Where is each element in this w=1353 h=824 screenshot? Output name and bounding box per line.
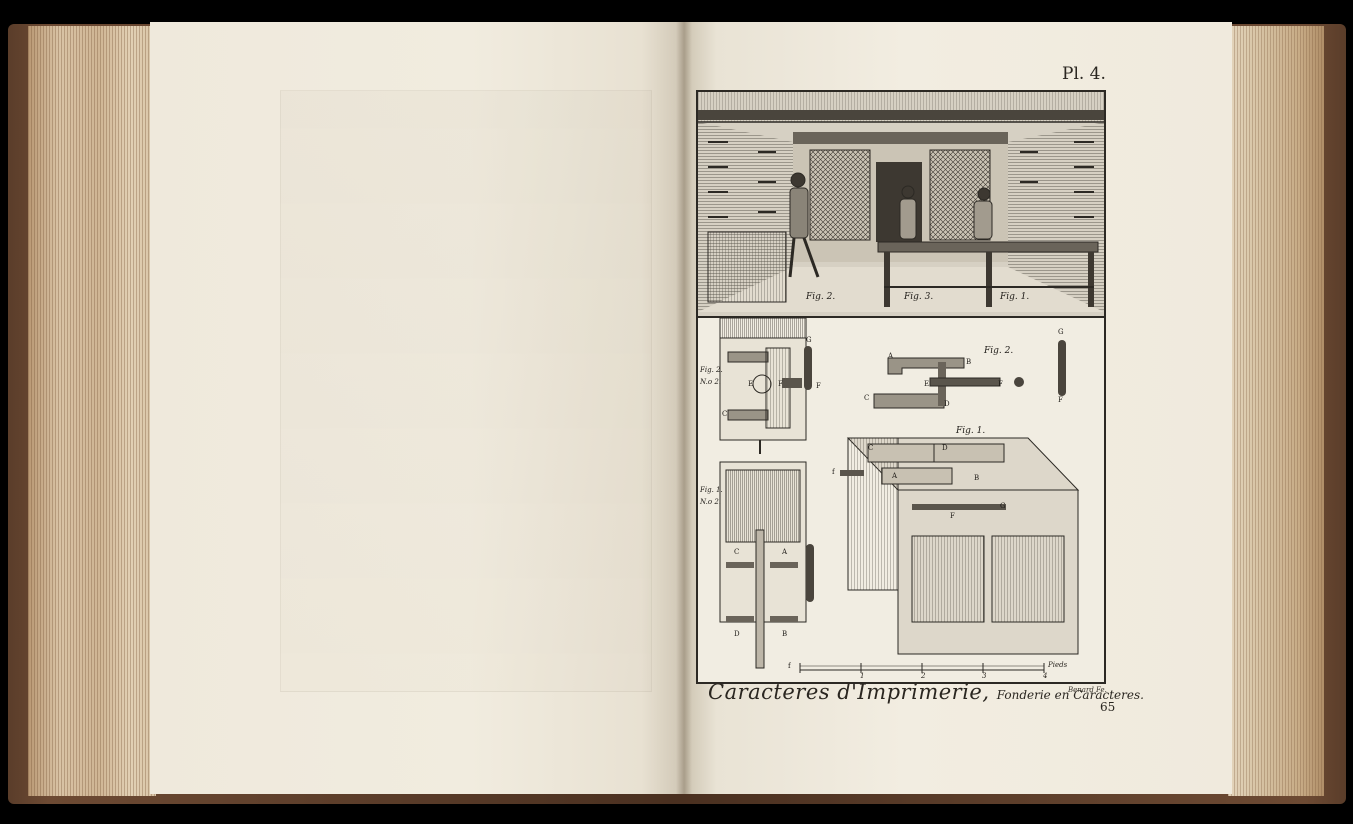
press-parts-fig-label: Fig. 2. (984, 346, 1014, 356)
press-letter: C (864, 394, 870, 402)
table-letter: F (950, 512, 955, 520)
workshop-engraving (698, 92, 1104, 312)
mould-top-fig-label: Fig. 2. (700, 366, 723, 374)
table-letter: C (868, 444, 874, 452)
scale-unit-label: Pieds (1048, 661, 1068, 669)
plate-number: Pl. 4. (1062, 64, 1106, 84)
mould-letter: C (722, 410, 728, 418)
mould-letter: C (734, 548, 740, 556)
mould-letter: A (782, 548, 788, 556)
mould-letter: E (748, 380, 754, 388)
right-page-edges (1228, 26, 1324, 796)
engraver-signature: Benard Fe. (1068, 686, 1107, 694)
mould-letter: B (782, 630, 788, 638)
scale-tick-label: 2 (921, 672, 926, 680)
vignette-fig-1-label: Fig. 1. (1000, 292, 1030, 302)
mould-letter: F (778, 380, 783, 388)
press-letter: A (888, 352, 894, 360)
mould-bottom-fig-label: Fig. 1. (700, 486, 723, 494)
mould-letter: f (788, 662, 791, 670)
table-letter: A (892, 472, 898, 480)
mould-letter: F (816, 382, 821, 390)
press-letter: E (924, 380, 930, 388)
drawings-engraving (719, 318, 1080, 673)
scale-tick-label: 1 (860, 672, 865, 680)
left-page-edges (28, 26, 156, 796)
book-gutter (676, 22, 692, 794)
press-letter: F (998, 380, 1003, 388)
press-letter: F (1058, 396, 1063, 404)
vignette-fig-2-label: Fig. 2. (806, 292, 836, 302)
scale-tick-label: 3 (982, 672, 987, 680)
mould-top-number: N.o 2. (700, 378, 722, 386)
mould-letter: D (734, 630, 740, 638)
show-through-ghost (280, 90, 652, 692)
caption-main: Caracteres d'Imprimerie, (708, 680, 990, 704)
table-fig-label: Fig. 1. (956, 426, 986, 436)
technical-drawings: Fig. 2. N.o 2. Fig. 1. N.o 2. Fig. 2. Fi… (696, 318, 1106, 684)
scale-tick-label: 4 (1043, 672, 1048, 680)
press-letter: D (944, 400, 950, 408)
press-letter: G (1058, 328, 1064, 336)
caption-sub: Fonderie en Caracteres. (996, 688, 1144, 702)
plate-caption: Caracteres d'Imprimerie, Fonderie en Car… (708, 680, 1144, 704)
press-letter: B (966, 358, 972, 366)
mould-bottom-number: N.o 2. (700, 498, 722, 506)
left-page-blank (150, 22, 684, 794)
table-letter: f (832, 468, 835, 476)
vignette-fig-3-label: Fig. 3. (904, 292, 934, 302)
table-letter: D (942, 444, 948, 452)
vignette-workshop: Fig. 2. Fig. 3. Fig. 1. (696, 90, 1106, 318)
table-letter: G (1000, 502, 1006, 510)
mould-letter: G (806, 336, 812, 344)
table-letter: B (974, 474, 980, 482)
page-number: 65 (1100, 700, 1116, 714)
